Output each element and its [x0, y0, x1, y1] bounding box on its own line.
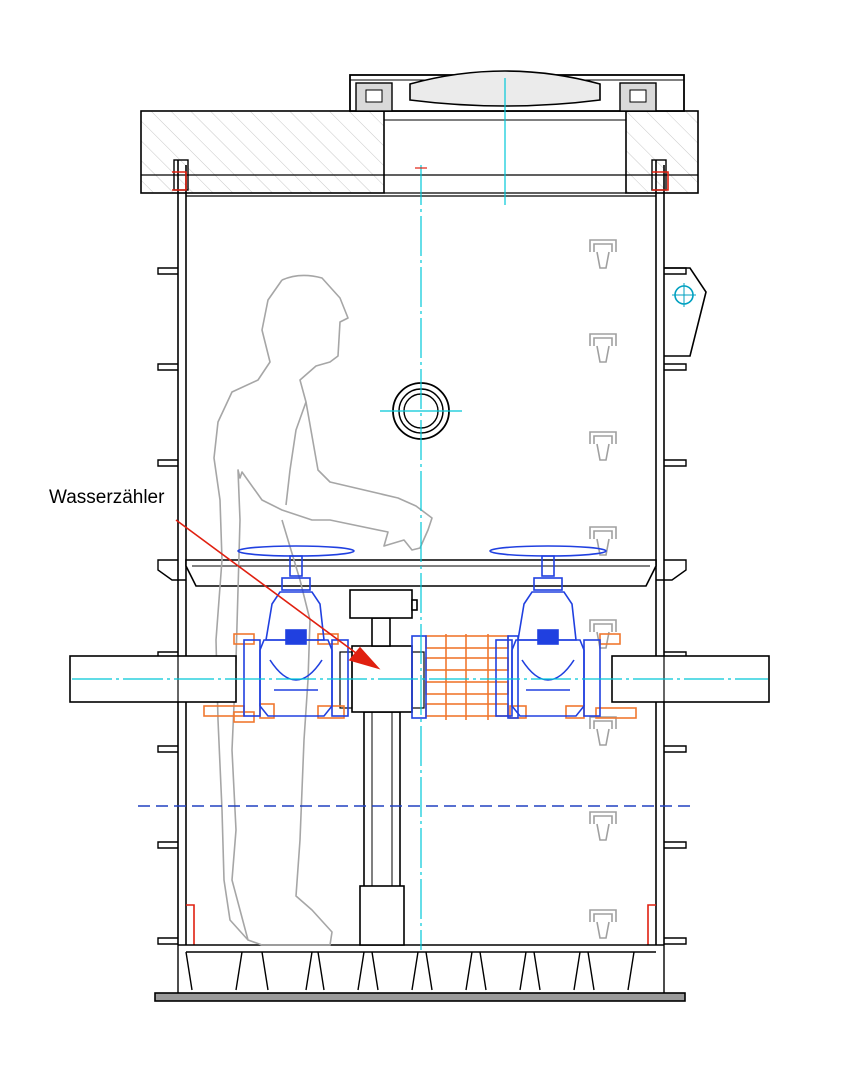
- climbing-steps: [589, 239, 617, 939]
- gate-valve-icon: [237, 545, 607, 719]
- person-silhouette-icon: [213, 274, 433, 946]
- concrete-slab: [140, 110, 699, 194]
- shaft-walls: [157, 159, 687, 945]
- seal-rings: [172, 171, 669, 945]
- callout-arrow: [175, 519, 381, 670]
- meter-support: [359, 711, 405, 946]
- climbing-step-icon: [589, 239, 617, 269]
- climbing-step-icon: [589, 431, 617, 461]
- callout-label: Wasserzähler: [49, 487, 165, 508]
- climbing-step-icon: [589, 333, 617, 363]
- climbing-step-icon: [589, 811, 617, 841]
- shaft-base: [154, 944, 686, 1002]
- wall-duct-icon: [664, 267, 707, 357]
- center-lines: [72, 78, 768, 950]
- flange-bolts: [203, 633, 637, 723]
- climbing-step-icon: [589, 716, 617, 746]
- climbing-step-icon: [589, 526, 617, 556]
- manhole-cover-icon: [349, 70, 685, 112]
- climbing-step-icon: [589, 909, 617, 939]
